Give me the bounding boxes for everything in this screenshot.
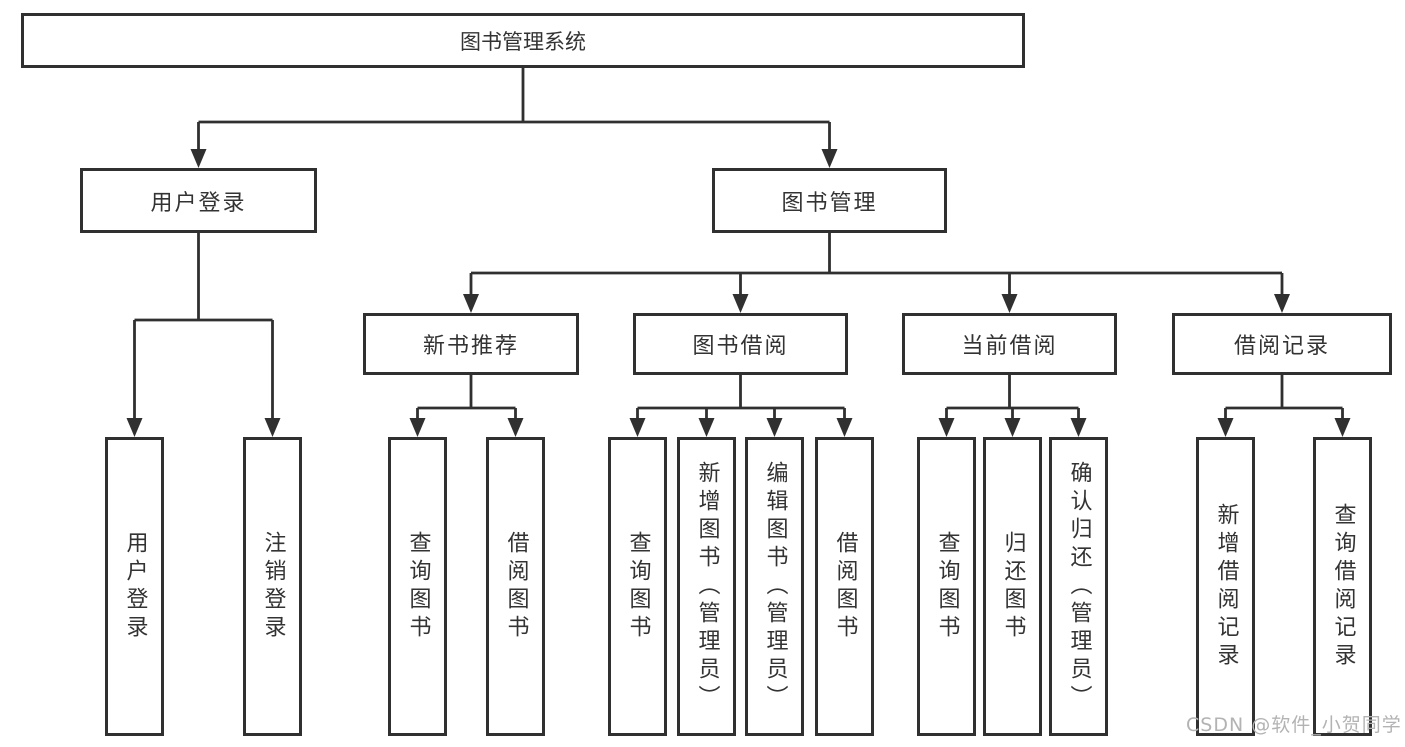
node-label: 借阅图书 xyxy=(503,530,529,643)
node-bb-edit-books-admin: 编辑图书（管理员） xyxy=(745,437,804,736)
node-label: 查询图书 xyxy=(625,530,651,643)
node-book-borrowing: 图书借阅 xyxy=(633,313,848,375)
node-cb-confirm-return-admin: 确认归还（管理员） xyxy=(1049,437,1108,736)
node-label: 借阅记录 xyxy=(1233,334,1330,359)
node-borrowing-records: 借阅记录 xyxy=(1172,313,1392,375)
node-logout: 注销登录 xyxy=(243,437,302,736)
node-label: 当前借阅 xyxy=(961,334,1058,359)
node-library-management-system: 图书管理系统 xyxy=(21,13,1025,68)
node-nb-query-books: 查询图书 xyxy=(388,437,447,736)
csdn-watermark: CSDN @软件_小贺同学 xyxy=(1186,714,1402,736)
node-cb-query-books: 查询图书 xyxy=(917,437,976,736)
node-current-borrowing: 当前借阅 xyxy=(902,313,1117,375)
node-label: 用户登录 xyxy=(150,190,247,216)
node-br-query-record: 查询借阅记录 xyxy=(1313,437,1372,736)
node-label: 图书借阅 xyxy=(692,334,789,359)
arrowhead-group xyxy=(126,149,1351,437)
node-label: 编辑图书（管理员） xyxy=(762,460,788,713)
node-label: 注销登录 xyxy=(260,530,286,643)
node-label: 图书管理 xyxy=(781,190,878,216)
node-book-management: 图书管理 xyxy=(712,168,947,233)
node-user-login: 用户登录 xyxy=(80,168,317,233)
node-br-add-record: 新增借阅记录 xyxy=(1196,437,1255,736)
node-new-book-recommend: 新书推荐 xyxy=(363,313,579,375)
node-label: 查询图书 xyxy=(934,530,960,643)
node-label: 用户登录 xyxy=(122,530,148,643)
node-login: 用户登录 xyxy=(105,437,164,736)
node-label: 查询借阅记录 xyxy=(1330,502,1356,671)
node-label: 归还图书 xyxy=(1000,530,1026,643)
node-label: 查询图书 xyxy=(405,530,431,643)
node-bb-add-books-admin: 新增图书（管理员） xyxy=(677,437,736,736)
node-bb-query-books: 查询图书 xyxy=(608,437,667,736)
node-label: 新书推荐 xyxy=(422,334,519,359)
node-label: 图书管理系统 xyxy=(460,29,586,54)
node-label: 确认归还（管理员） xyxy=(1066,460,1092,713)
node-label: 新增图书（管理员） xyxy=(694,460,720,713)
node-cb-return-books: 归还图书 xyxy=(983,437,1042,736)
node-label: 借阅图书 xyxy=(832,530,858,643)
node-bb-borrow-books: 借阅图书 xyxy=(815,437,874,736)
node-label: 新增借阅记录 xyxy=(1213,502,1239,671)
node-nb-borrow-books: 借阅图书 xyxy=(486,437,545,736)
